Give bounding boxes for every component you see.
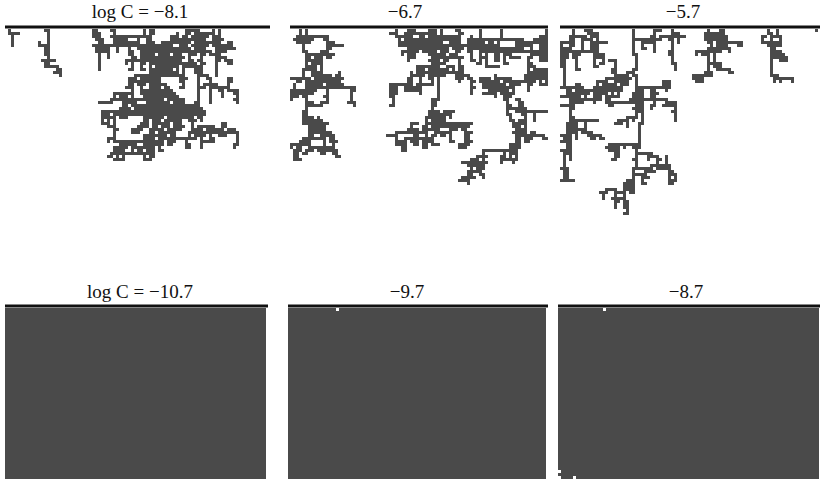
electrode-line xyxy=(5,26,270,29)
aggregate-cluster xyxy=(8,29,239,161)
aggregate-cluster xyxy=(288,308,546,479)
electrode-line xyxy=(558,305,820,308)
aggregate-cluster xyxy=(290,29,548,185)
concentration-label: −8.7 xyxy=(669,281,703,303)
electrode-line xyxy=(5,305,268,308)
concentration-label: log C = −10.7 xyxy=(87,281,193,303)
fractal-aggregates xyxy=(5,29,819,479)
concentration-label: −5.7 xyxy=(666,1,700,23)
concentration-label: −9.7 xyxy=(390,281,424,303)
electrode-line xyxy=(288,305,548,308)
concentration-label: −6.7 xyxy=(388,1,422,23)
electrode-line xyxy=(290,26,548,29)
electrode-lines xyxy=(5,27,820,306)
aggregate-cluster xyxy=(558,308,819,479)
aggregate-cluster xyxy=(560,29,818,215)
concentration-label: log C = −8.1 xyxy=(92,1,188,23)
aggregate-cluster xyxy=(5,308,266,479)
electrode-line xyxy=(560,26,820,29)
